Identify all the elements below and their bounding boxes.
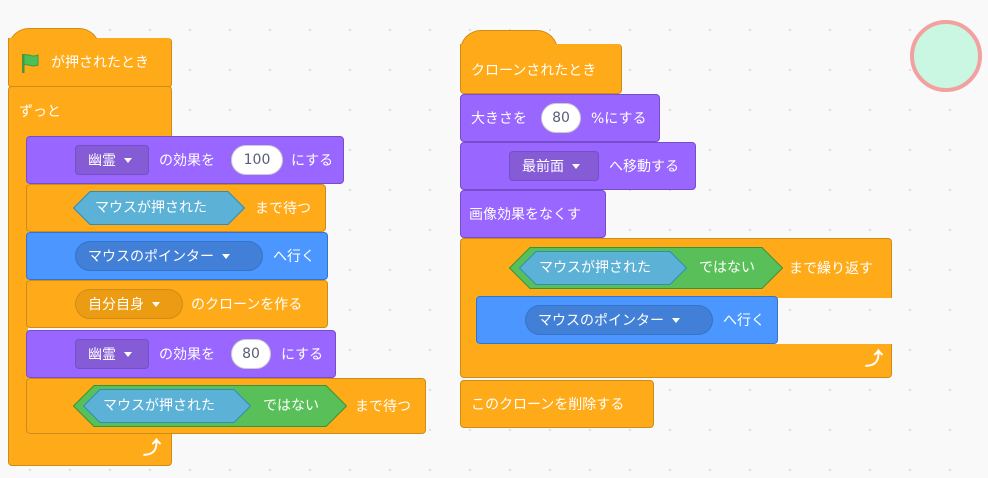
mouse-down-label: マウスが押された: [539, 260, 651, 276]
clone-suffix: のクローンを作る: [191, 297, 303, 313]
set-size-block[interactable]: 大きさを 80 %にする: [460, 94, 660, 142]
effect-label-1: の効果を: [159, 153, 215, 169]
clear-effects-block[interactable]: 画像効果をなくす: [460, 190, 606, 238]
cloned-hat-label: クローンされたとき: [471, 63, 597, 79]
repeat-suffix: まで繰り返す: [789, 261, 873, 277]
forever-block[interactable]: ずっと: [8, 86, 172, 138]
set-effect-block-2[interactable]: 幽霊 の効果を 80 にする: [26, 330, 336, 378]
wait-until-block-2[interactable]: マウスが押された ではない まで待つ: [26, 378, 426, 434]
effect-value-input-2[interactable]: 80: [231, 339, 271, 369]
layer-dropdown[interactable]: 最前面: [509, 151, 599, 181]
wait-suffix-1: まで待つ: [255, 201, 311, 217]
forever-arm: [8, 136, 28, 438]
repeat-until-block[interactable]: マウスが押された ではない まで繰り返す: [460, 238, 892, 298]
mouse-down-condition-repeat[interactable]: マウスが押された: [519, 251, 687, 285]
size-suffix: %にする: [591, 111, 647, 127]
loop-arrow-icon: ⤴: [865, 349, 883, 370]
goto-suffix-1: へ行く: [273, 249, 315, 265]
mouse-down-label: マウスが押された: [95, 200, 207, 216]
forever-bottom[interactable]: ⤴: [8, 434, 172, 466]
goto-suffix-2: へ行く: [723, 313, 765, 329]
caret-down-icon: [152, 301, 160, 307]
create-clone-block[interactable]: 自分自身 のクローンを作る: [26, 280, 328, 328]
delete-clone-label: このクローンを削除する: [471, 397, 625, 413]
sprite-circle[interactable]: [910, 20, 982, 92]
caret-down-icon: [124, 351, 132, 357]
loop-arrow-icon: ⤴: [143, 438, 161, 459]
goto-target-dropdown-2[interactable]: マウスのポインター: [525, 305, 713, 335]
goto-block-1[interactable]: マウスのポインター へ行く: [26, 232, 328, 280]
goto-target-label: マウスのポインター: [538, 313, 664, 329]
goto-block-2[interactable]: マウスのポインター へ行く: [476, 296, 778, 344]
size-label: 大きさを: [471, 111, 527, 127]
repeat-arm: [460, 296, 478, 348]
not-condition-2[interactable]: マウスが押された ではない: [73, 385, 347, 427]
effect-value-input-1[interactable]: 100: [231, 145, 283, 175]
wait-until-block-1[interactable]: マウスが押された まで待つ: [26, 184, 326, 232]
caret-down-icon: [672, 317, 680, 323]
delete-clone-block[interactable]: このクローンを削除する: [460, 380, 654, 428]
not-label: ではない: [699, 260, 755, 276]
not-condition-repeat[interactable]: マウスが押された ではない: [509, 247, 783, 289]
when-cloned-block[interactable]: クローンされたとき: [460, 44, 622, 94]
effect-dropdown-2[interactable]: 幽霊: [75, 339, 149, 369]
goto-target-label: マウスのポインター: [88, 249, 214, 265]
not-label: ではない: [263, 398, 319, 414]
forever-label: ずっと: [19, 104, 61, 120]
goto-target-dropdown-1[interactable]: マウスのポインター: [75, 241, 263, 271]
mouse-down-condition-1[interactable]: マウスが押された: [73, 191, 245, 225]
layer-dropdown-label: 最前面: [522, 159, 564, 175]
effect-label-2: の効果を: [159, 347, 215, 363]
set-effect-block-1[interactable]: 幽霊 の効果を 100 にする: [26, 136, 344, 184]
layer-suffix: へ移動する: [609, 159, 679, 175]
caret-down-icon: [124, 157, 132, 163]
repeat-bottom[interactable]: ⤴: [460, 344, 892, 378]
go-layer-block[interactable]: 最前面 へ移動する: [460, 142, 696, 190]
green-flag-icon: [19, 52, 41, 74]
clear-effects-label: 画像効果をなくす: [469, 207, 581, 223]
effect-dropdown-label: 幽霊: [88, 153, 116, 169]
caret-down-icon: [222, 253, 230, 259]
clone-target-label: 自分自身: [88, 297, 144, 313]
clone-target-dropdown[interactable]: 自分自身: [75, 289, 183, 319]
when-flag-clicked-block[interactable]: が押されたとき: [8, 38, 172, 88]
wait-suffix-2: まで待つ: [355, 399, 411, 415]
effect-suffix-2: にする: [281, 347, 324, 363]
mouse-down-condition-2[interactable]: マウスが押された: [83, 389, 251, 423]
effect-dropdown-1[interactable]: 幽霊: [75, 145, 149, 175]
effect-suffix-1: にする: [291, 153, 334, 169]
mouse-down-label: マウスが押された: [103, 398, 215, 414]
size-value-input[interactable]: 80: [541, 103, 581, 133]
effect-dropdown-label: 幽霊: [88, 347, 116, 363]
caret-down-icon: [572, 163, 580, 169]
hat-label: が押されたとき: [51, 55, 149, 71]
